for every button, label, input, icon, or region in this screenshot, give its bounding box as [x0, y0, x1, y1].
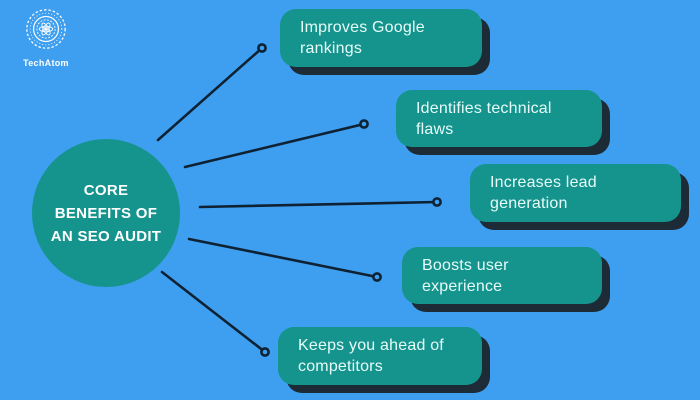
benefit-box-keeps-you-ahead-of-competitors: Keeps you ahead of competitors [278, 327, 482, 385]
central-topic-text: CORE [83, 181, 129, 199]
benefit-text: generation [490, 195, 568, 212]
benefit-text: Improves Google [300, 19, 425, 36]
benefit-text: rankings [300, 40, 363, 57]
brand-name: TechAtom [23, 58, 69, 68]
central-topic-text: BENEFITS OF [54, 204, 158, 222]
benefit-text: Keeps you ahead of [298, 337, 444, 354]
benefit-text: Identifies technical [416, 99, 552, 117]
connector-endpoint-ring-3 [432, 197, 442, 207]
central-topic-text: AN SEO AUDIT [50, 227, 162, 245]
connector-endpoint-ring-2 [359, 119, 369, 129]
connector-line-4 [187, 237, 379, 279]
central-topic-circle: CORE BENEFITS OF AN SEO AUDIT [32, 139, 180, 287]
connector-line-3 [198, 200, 439, 209]
atom-mandala-icon [23, 6, 69, 57]
connector-endpoint-ring-4 [372, 272, 382, 282]
connector-endpoint-ring-1 [257, 43, 267, 53]
connector-endpoint-ring-5 [260, 347, 270, 357]
benefit-text: flaws [416, 120, 454, 138]
benefit-box-identifies-technical-flaws: Identifies technical flaws [396, 90, 602, 147]
benefit-box-improves-google-rankings: Improves Google rankings [280, 9, 482, 67]
brand-logo: TechAtom [15, 6, 77, 68]
benefit-text: competitors [298, 358, 383, 375]
benefit-box-increases-lead-generation: Increases lead generation [470, 164, 681, 222]
connector-line-2 [183, 122, 366, 169]
connector-line-1 [156, 46, 264, 142]
benefit-text: experience [422, 277, 503, 295]
benefit-text: Boosts user [422, 256, 509, 274]
benefit-text: Increases lead [490, 174, 597, 191]
connector-line-5 [160, 270, 267, 354]
benefit-box-boosts-user-experience: Boosts user experience [402, 247, 602, 304]
